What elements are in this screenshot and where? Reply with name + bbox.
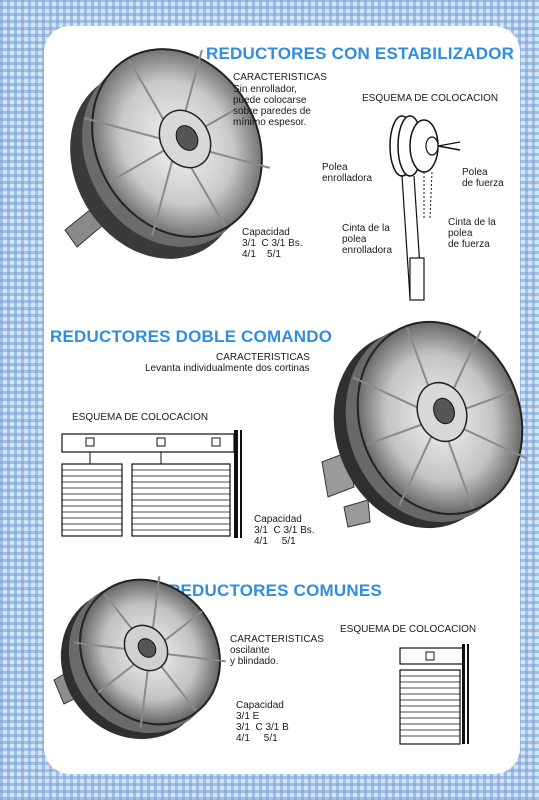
reel-photo-icon bbox=[321, 320, 528, 529]
diagram-title: ESQUEMA DE COLOCACION bbox=[72, 412, 209, 423]
features-line: oscilante bbox=[230, 645, 270, 656]
capacity-line: 3/1 C 3/1 Bs. bbox=[254, 525, 315, 536]
features-line: mínimo espesor. bbox=[233, 117, 307, 128]
reel-photo-icon bbox=[53, 576, 226, 740]
capacity-line: 3/1 C 3/1 B bbox=[236, 722, 289, 733]
capacity-line: 4/1 5/1 bbox=[236, 733, 278, 744]
features-line: y blindado. bbox=[230, 656, 279, 667]
section-2-title: REDUCTORES DOBLE COMANDO bbox=[50, 327, 333, 346]
label-cinta-fuerza: polea bbox=[448, 228, 473, 239]
label-polea-enrolladora: Polea bbox=[322, 162, 348, 173]
diagram-title: ESQUEMA DE COLOCACION bbox=[362, 93, 499, 104]
shutter-diagram-icon bbox=[61, 430, 242, 538]
label-cinta-fuerza: de fuerza bbox=[448, 239, 490, 250]
features-line: puede colocarse bbox=[233, 95, 307, 106]
features-line: sobre paredes de bbox=[233, 106, 311, 117]
section-1-title: REDUCTORES CON ESTABILIZADOR bbox=[206, 44, 515, 63]
label-cinta-fuerza: Cinta de la bbox=[448, 217, 496, 228]
features-heading: CARACTERISTICAS bbox=[233, 72, 327, 83]
pulley-diagram-icon bbox=[389, 115, 461, 301]
features-line: Levanta individualmente dos cortinas bbox=[145, 363, 310, 374]
shutter-diagram-icon bbox=[399, 644, 469, 745]
capacity-line: 3/1 C 3/1 Bs. bbox=[242, 238, 303, 249]
label-polea-fuerza: Polea bbox=[462, 167, 488, 178]
label-polea-enrolladora: enrolladora bbox=[322, 173, 373, 184]
reel-photo-icon bbox=[64, 48, 271, 259]
capacity-line: 4/1 5/1 bbox=[242, 249, 281, 260]
features-line: Sin enrollador, bbox=[233, 84, 297, 95]
section-3-title: REDUCTORES COMUNES bbox=[168, 581, 382, 600]
capacity-heading: Capacidad bbox=[236, 700, 284, 711]
capacity-heading: Capacidad bbox=[254, 514, 302, 525]
label-polea-fuerza: de fuerza bbox=[462, 178, 504, 189]
label-cinta-enrolladora: enrolladora bbox=[342, 245, 393, 256]
capacity-line: 3/1 E bbox=[236, 711, 260, 722]
capacity-heading: Capacidad bbox=[242, 227, 290, 238]
diagram-title: ESQUEMA DE COLOCACION bbox=[340, 624, 477, 635]
label-cinta-enrolladora: Cinta de la bbox=[342, 223, 390, 234]
capacity-line: 4/1 5/1 bbox=[254, 536, 296, 547]
features-heading: CARACTERISTICAS bbox=[230, 634, 324, 645]
label-cinta-enrolladora: polea bbox=[342, 234, 367, 245]
features-heading: CARACTERISTICAS bbox=[216, 352, 310, 363]
